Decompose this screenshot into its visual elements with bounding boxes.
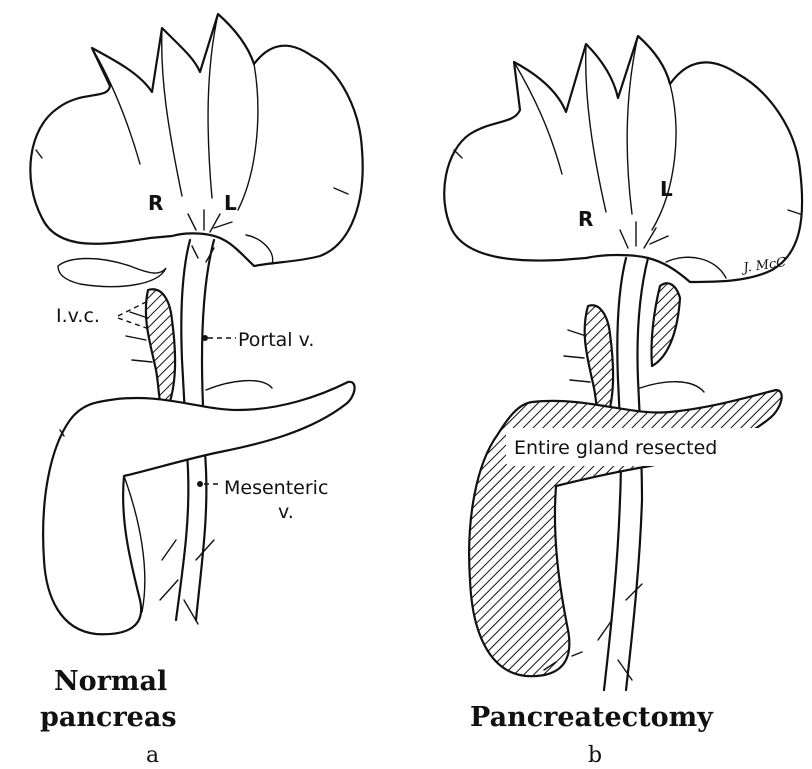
panel-b-pancreatectomy: R L J. McC Entire gland resected Pancrea… bbox=[444, 36, 802, 768]
liver-right-lobe-label-b: R bbox=[578, 207, 593, 231]
liver-right-lobe-label-a: R bbox=[148, 191, 163, 215]
portal-vein-label: Portal v. bbox=[238, 329, 314, 351]
panel-a-normal-pancreas: R L I.v.c. Porta bbox=[30, 14, 362, 768]
portal-callout-a: Portal v. bbox=[202, 329, 314, 351]
ivc-label: I.v.c. bbox=[56, 305, 100, 327]
mesenteric-vein-label-line2: v. bbox=[278, 501, 294, 523]
resected-gland-label-box: Entire gland resected bbox=[506, 428, 790, 466]
liver-left-lobe-label-a: L bbox=[224, 191, 237, 215]
liver-b bbox=[444, 36, 802, 282]
resected-gland-label: Entire gland resected bbox=[514, 437, 717, 459]
liver-left-lobe-label-b: L bbox=[660, 177, 673, 201]
inferior-vena-cava-a bbox=[126, 289, 175, 412]
liver-a bbox=[30, 14, 362, 287]
panel-letter-b: b bbox=[588, 743, 602, 768]
caption-a-line1: Normal bbox=[54, 666, 167, 697]
mesenteric-callout-a: Mesenteric v. bbox=[197, 477, 328, 523]
caption-a-line2: pancreas bbox=[40, 702, 177, 733]
caption-b: Pancreatectomy bbox=[470, 702, 714, 733]
panel-letter-a: a bbox=[146, 743, 159, 768]
mesenteric-vein-label-line1: Mesenteric bbox=[224, 477, 328, 499]
